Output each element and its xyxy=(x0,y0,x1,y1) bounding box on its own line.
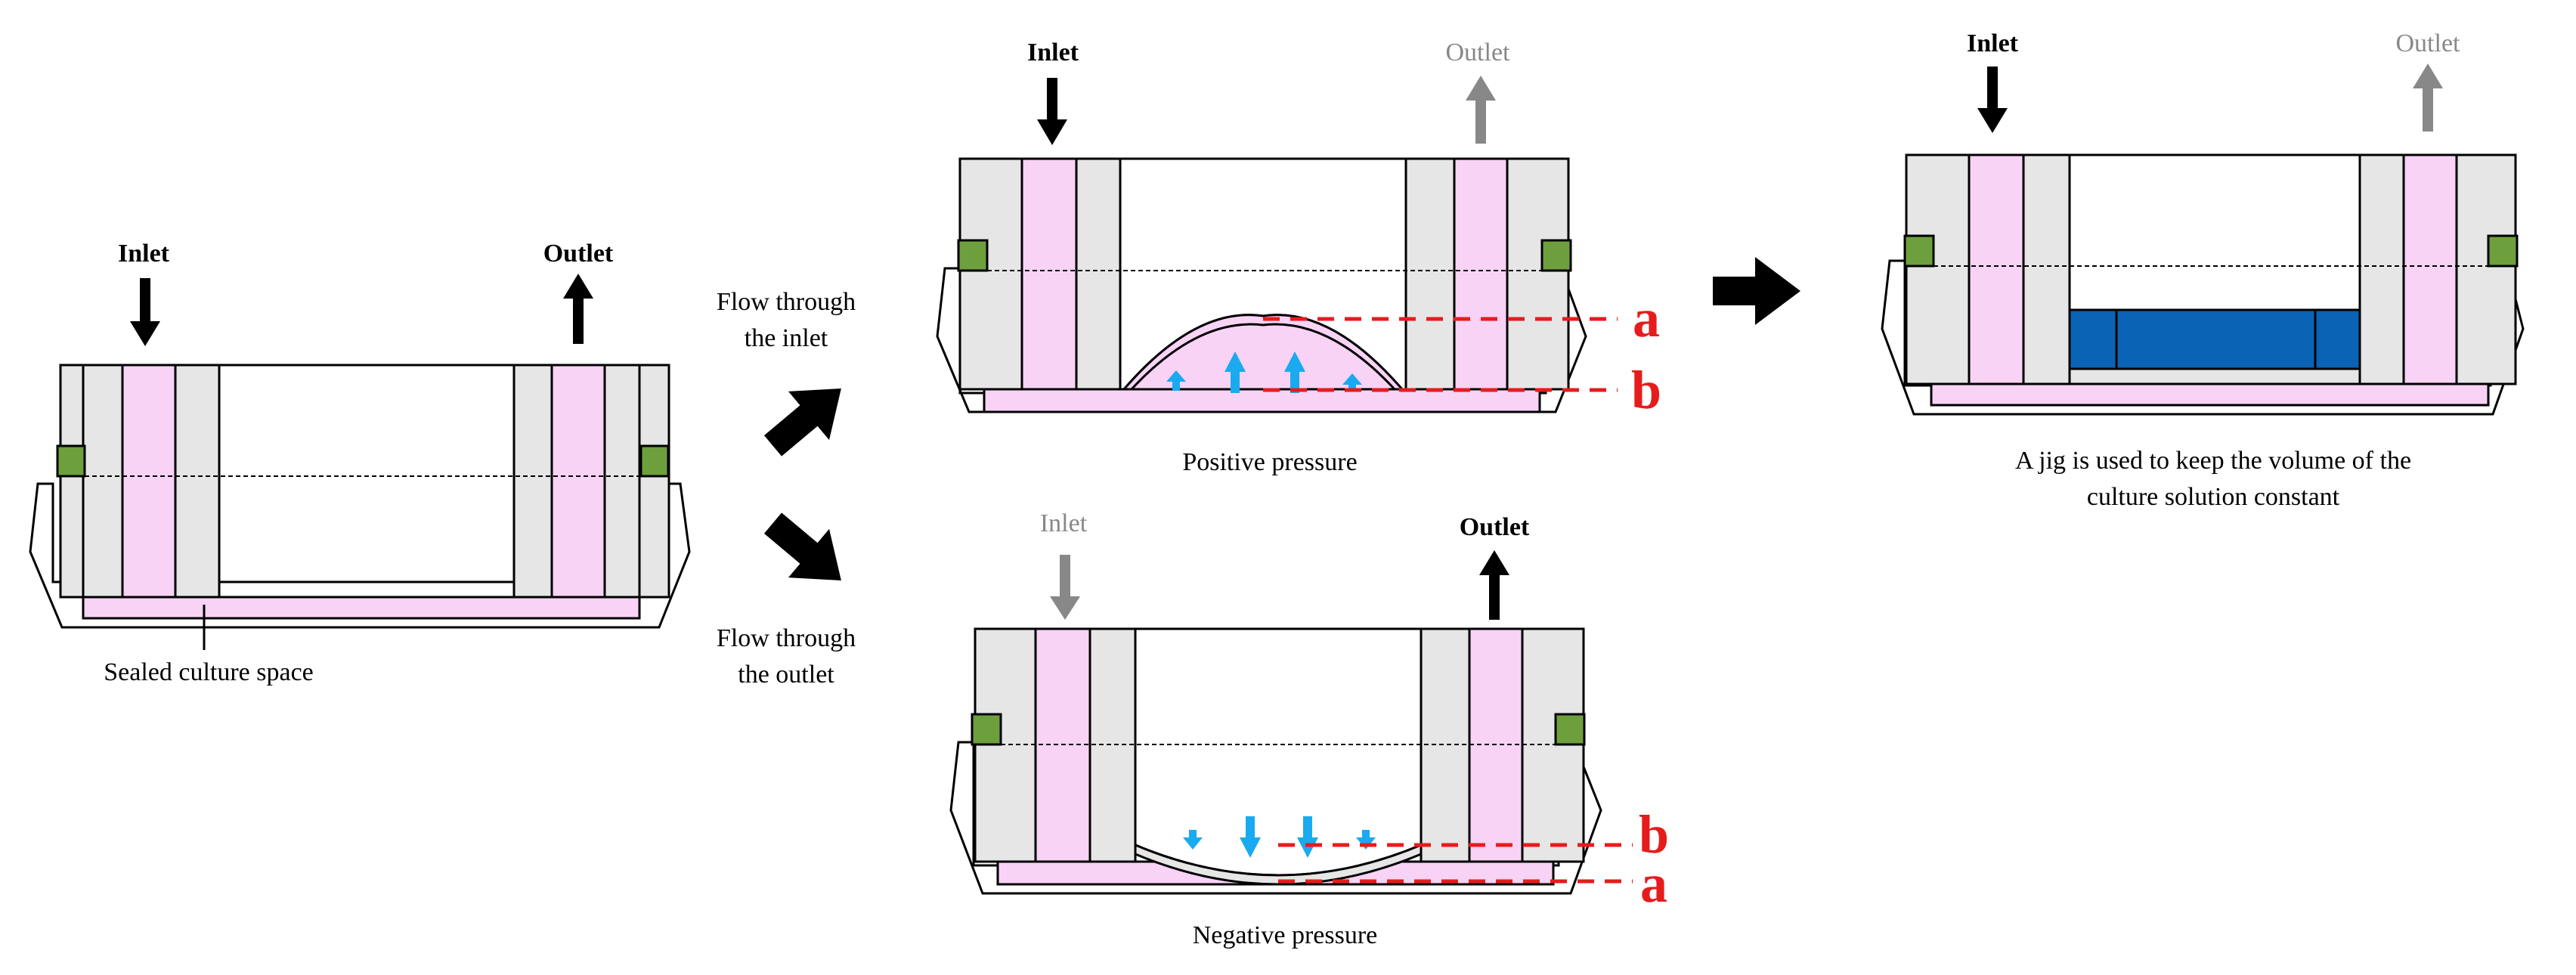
well-floor xyxy=(2068,367,2361,385)
flow-inlet-label-line2: the inlet xyxy=(745,324,828,352)
flow-inlet-transition: Flow through the inlet xyxy=(717,288,856,457)
inlet-label: Inlet xyxy=(118,240,170,268)
panel-sealed: Inlet Outlet Sealed culture space xyxy=(29,240,691,686)
flow-outlet-transition: Flow through the outlet xyxy=(717,512,856,689)
outlet-channel xyxy=(2402,153,2458,385)
arrow-right xyxy=(1713,257,1800,325)
marker-a-label: a xyxy=(1640,853,1667,914)
inlet-arrow xyxy=(1037,78,1067,145)
outlet-arrow-inactive xyxy=(2413,63,2443,132)
right-seal xyxy=(2487,234,2519,268)
flow-inlet-label-line1: Flow through xyxy=(717,288,856,316)
marker-b-label: b xyxy=(1631,360,1661,420)
membrane-strip xyxy=(82,596,641,620)
right-seal xyxy=(1540,239,1572,272)
culture-solution xyxy=(2068,308,2361,370)
left-seal xyxy=(971,713,1002,746)
flow-outlet-label-line2: the outlet xyxy=(738,661,834,689)
left-seal xyxy=(1903,234,1935,268)
flow-outlet-label-line1: Flow through xyxy=(717,624,856,652)
outlet-label: Outlet xyxy=(543,240,614,268)
culture-well xyxy=(1134,627,1423,877)
bulged-membrane xyxy=(1121,314,1405,391)
outlet-label: Outlet xyxy=(2396,29,2461,57)
pressure-arrows-up xyxy=(1166,351,1362,393)
sealed-caption: Sealed culture space xyxy=(104,658,314,686)
outlet-channel xyxy=(1453,157,1509,391)
membrane-strip xyxy=(983,388,1541,413)
arrow-down-right xyxy=(763,512,841,580)
jig-caption-line2: culture solution constant xyxy=(2087,483,2340,511)
depressed-membrane xyxy=(1134,843,1423,886)
outlet-arrow-inactive xyxy=(1466,76,1496,144)
negative-caption: Negative pressure xyxy=(1193,921,1378,949)
outlet-label: Outlet xyxy=(1446,39,1511,67)
left-seal xyxy=(957,239,989,272)
panel-positive: a b Inlet Outlet Positive pressure xyxy=(936,39,1661,476)
inlet-channel xyxy=(1968,153,2025,385)
left-seal xyxy=(56,444,86,478)
outlet-arrow xyxy=(563,274,593,344)
outlet-label: Outlet xyxy=(1460,513,1530,541)
inlet-arrow xyxy=(130,278,160,346)
inlet-channel xyxy=(1020,157,1078,391)
marker-a-label: a xyxy=(1633,288,1660,348)
membrane-strip xyxy=(1930,382,2490,407)
right-seal xyxy=(1554,713,1586,746)
pressure-arrows-down xyxy=(1183,816,1376,858)
inlet-label: Inlet xyxy=(1040,509,1088,537)
inlet-arrow xyxy=(1977,67,2008,133)
jig-caption-line1: A jig is used to keep the volume of the xyxy=(2015,447,2411,475)
outlet-channel xyxy=(550,364,606,599)
marker-b-label: b xyxy=(1639,804,1669,865)
inlet-arrow-inactive xyxy=(1050,555,1080,620)
inlet-label: Inlet xyxy=(1967,29,2019,57)
outlet-arrow xyxy=(1479,550,1509,620)
inlet-label: Inlet xyxy=(1027,39,1079,67)
arrow-up-right xyxy=(763,388,841,457)
positive-caption: Positive pressure xyxy=(1182,448,1357,476)
right-seal xyxy=(639,444,670,478)
inlet-channel xyxy=(121,364,177,599)
culture-well xyxy=(218,364,516,583)
panel-jig: Inlet Outlet A jig is used to keep the v… xyxy=(1881,29,2525,511)
panel-negative: b a Inlet Outlet Negative pressure xyxy=(949,509,1669,949)
